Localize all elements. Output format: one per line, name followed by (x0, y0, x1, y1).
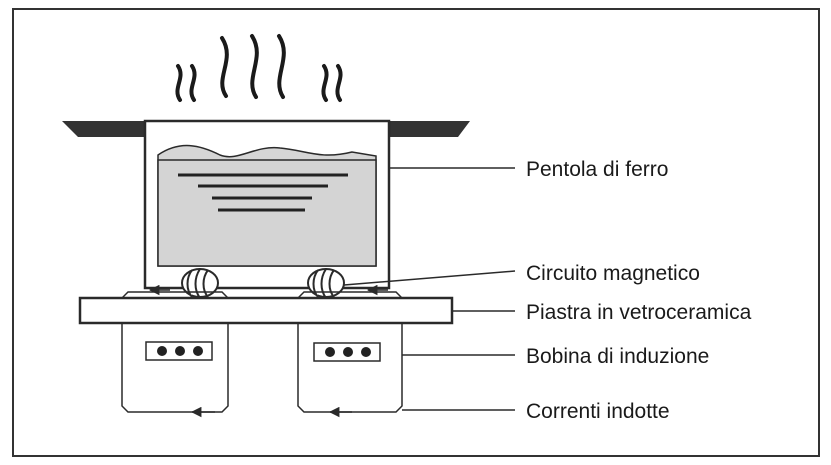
coil-terminal-icon (145, 341, 381, 362)
induction-coil-right (297, 291, 403, 413)
label-induced-currents: Correnti indotte (526, 400, 670, 423)
label-magnetic-circuit: Circuito magnetico (526, 262, 700, 285)
pot-contents (157, 144, 377, 267)
coil-winding-icon (181, 268, 345, 299)
induction-coil-left (121, 291, 229, 413)
current-arrow-icon (148, 284, 388, 418)
label-glass-plate: Piastra in vetroceramica (526, 301, 752, 324)
label-pot: Pentola di ferro (526, 158, 668, 181)
diagram-frame (12, 8, 820, 457)
label-coil: Bobina di induzione (526, 345, 709, 368)
steam-icon (175, 34, 343, 102)
glass-ceramic-plate (78, 296, 454, 325)
pot-rim (62, 121, 470, 137)
leader-lines (343, 167, 516, 411)
